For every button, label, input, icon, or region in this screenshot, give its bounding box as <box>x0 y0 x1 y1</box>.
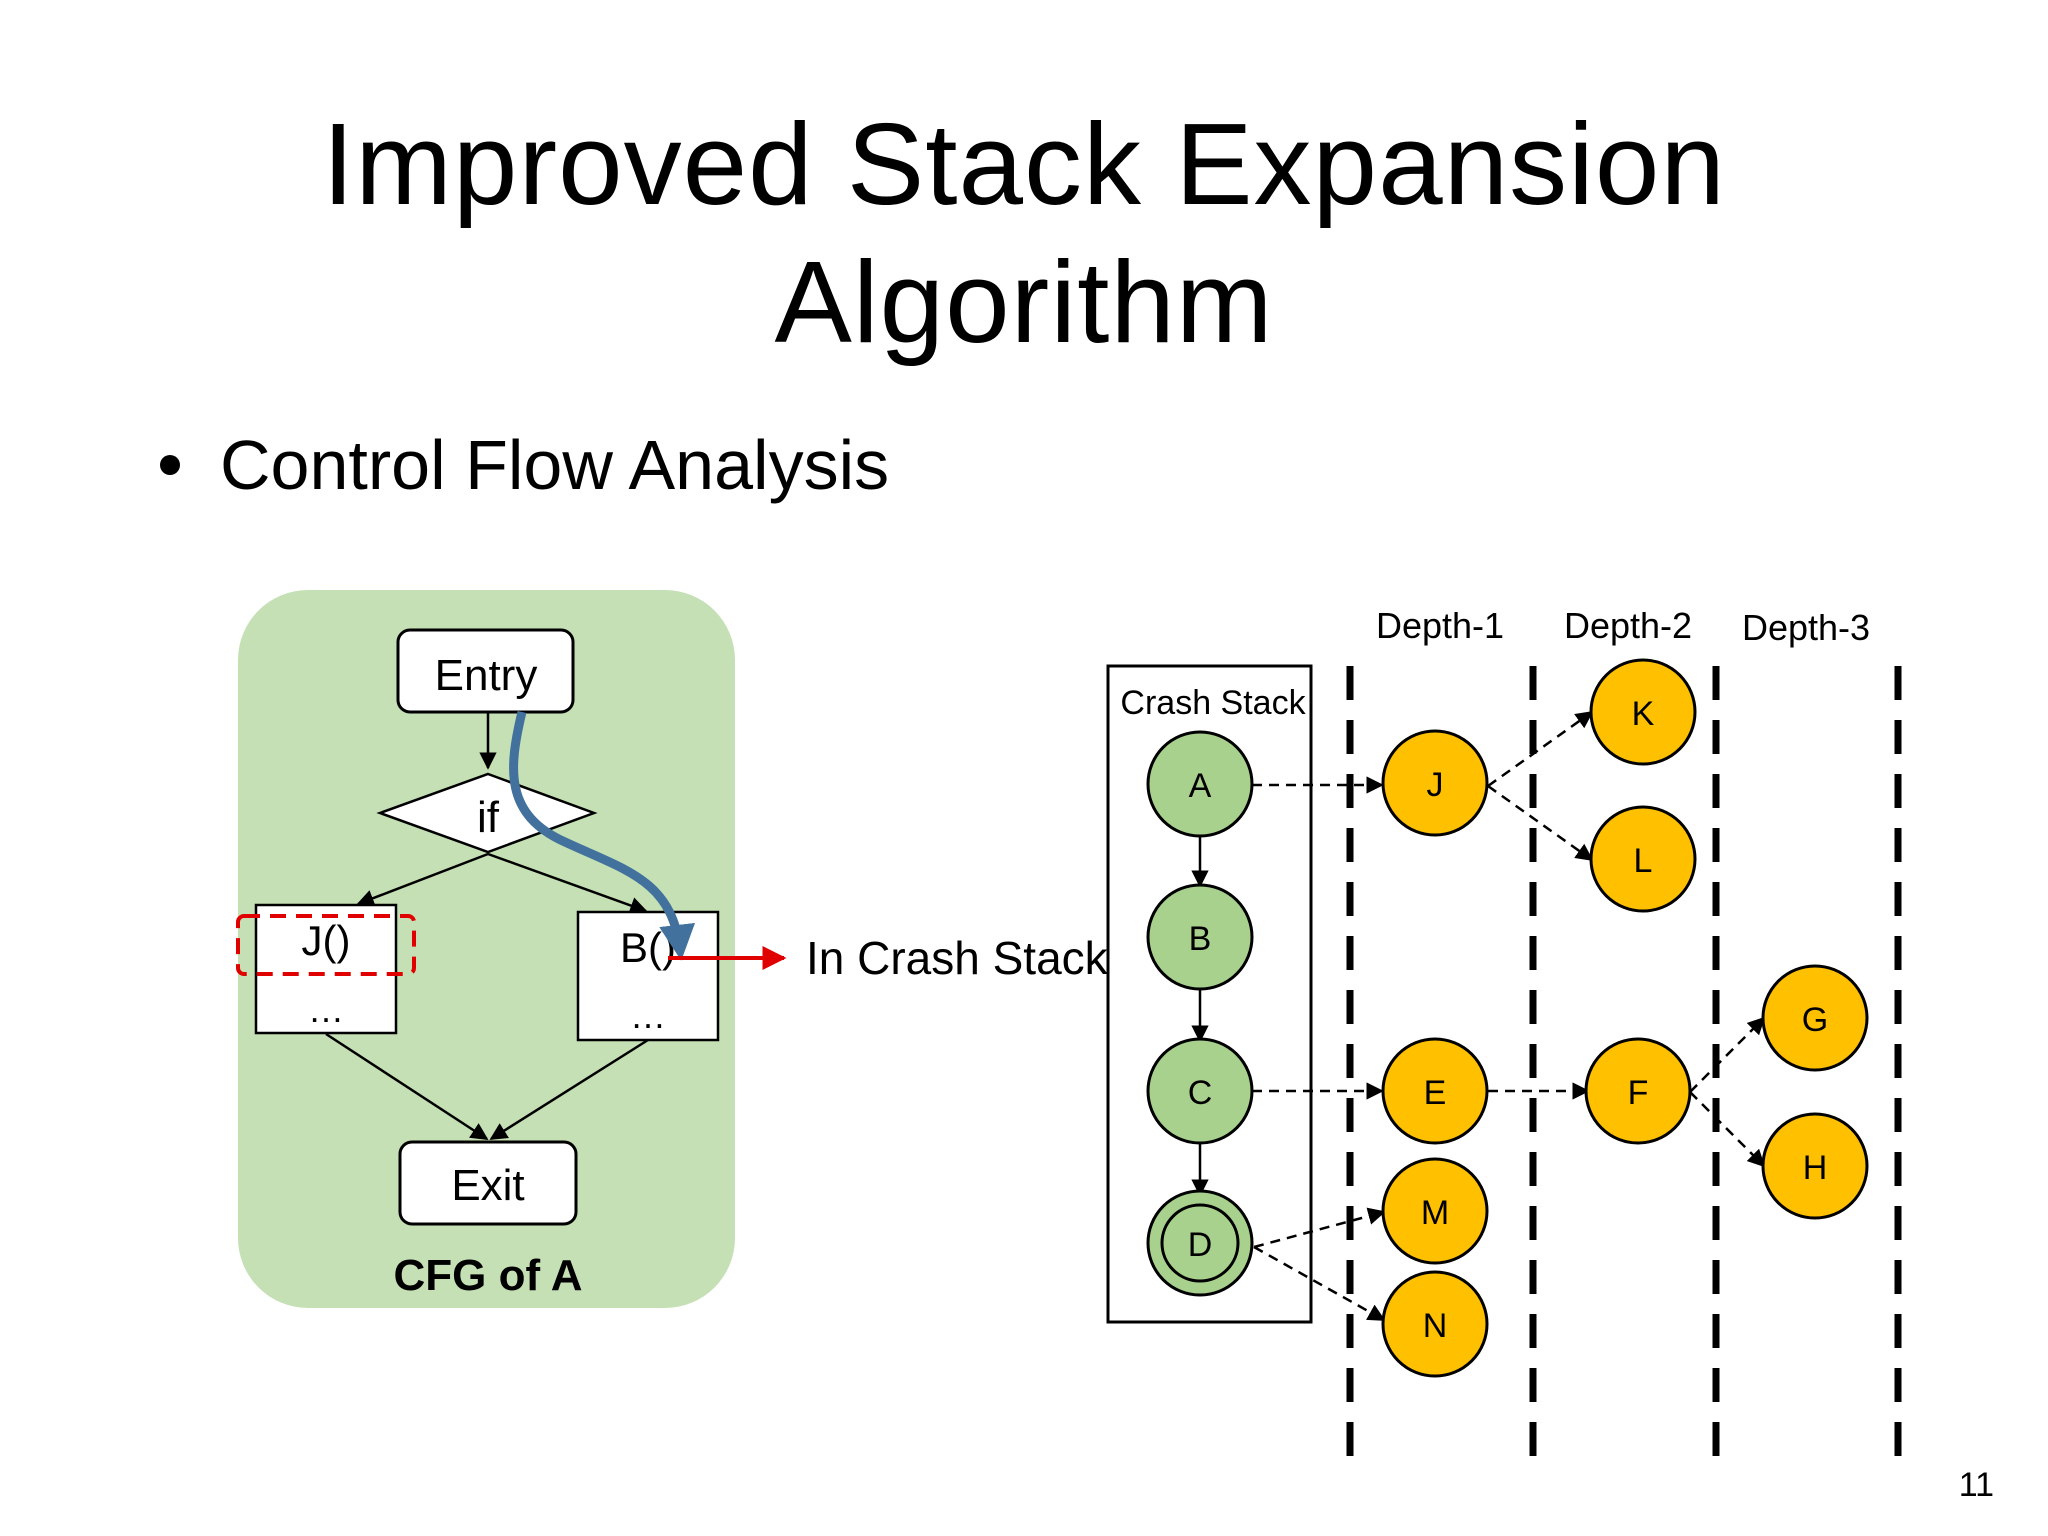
b-call-label: B() <box>620 924 676 971</box>
edge-d-m <box>1253 1207 1386 1249</box>
edge-b-exit <box>489 1038 649 1141</box>
node-g: G <box>1761 964 1869 1072</box>
edge-f-g <box>1689 1016 1766 1093</box>
bullet-text: Control Flow Analysis <box>220 426 890 504</box>
edge-f-h <box>1689 1091 1766 1168</box>
stack-node-d-label: D <box>1188 1226 1213 1264</box>
depth-label-2: Depth-2 <box>1564 605 1692 646</box>
stack-node-c: C <box>1146 1037 1254 1145</box>
edge-if-b <box>487 852 648 914</box>
cfg-background <box>238 590 735 1308</box>
node-k: K <box>1589 658 1697 766</box>
crash-stack-label: Crash Stack <box>1120 684 1306 722</box>
node-g-label: G <box>1802 1001 1828 1039</box>
cfg-caption: CFG of A <box>394 1251 583 1300</box>
node-h-label: H <box>1803 1149 1828 1187</box>
edge-j-exit <box>325 1032 489 1141</box>
exit-label: Exit <box>451 1161 524 1210</box>
exit-box <box>398 1140 578 1226</box>
if-label: if <box>477 793 500 842</box>
node-m-label: M <box>1421 1194 1449 1232</box>
node-j-label: J <box>1427 766 1444 804</box>
slide-title: Improved Stack Expansion Algorithm <box>0 95 2048 371</box>
node-j: J <box>1381 729 1489 837</box>
node-l: L <box>1589 805 1697 913</box>
edge-j-l <box>1487 784 1594 862</box>
stack-node-b: B <box>1146 883 1254 991</box>
stack-node-b-label: B <box>1189 920 1212 958</box>
expansion-diagram: Depth-1 Depth-2 Depth-3 Crash Stack <box>1106 605 1902 1466</box>
node-n: N <box>1381 1270 1489 1378</box>
node-f-label: F <box>1628 1074 1649 1112</box>
b-ellipsis: … <box>630 995 666 1036</box>
page-number: 11 <box>1958 1466 1994 1504</box>
node-h: H <box>1761 1112 1869 1220</box>
stack-node-a: A <box>1146 730 1254 838</box>
crash-stack-frame <box>1106 664 1313 1324</box>
j-highlight-box <box>236 914 416 976</box>
depth-label-3: Depth-3 <box>1742 607 1870 648</box>
bullet-item: Control Flow Analysis <box>160 425 889 505</box>
execution-path-arrow <box>509 710 696 961</box>
node-f: F <box>1584 1037 1692 1145</box>
bullet-dot-icon <box>160 455 180 475</box>
j-call-label: J() <box>302 917 351 964</box>
edge-if-j <box>356 852 489 907</box>
in-crash-stack-label: In Crash Stack <box>806 932 1109 984</box>
node-e: E <box>1381 1037 1489 1145</box>
node-n-label: N <box>1423 1307 1448 1345</box>
node-k-label: K <box>1632 695 1655 733</box>
node-l-label: L <box>1634 842 1653 880</box>
stack-node-a-label: A <box>1189 767 1212 805</box>
title-line-1: Improved Stack Expansion <box>322 99 1726 229</box>
edge-j-k <box>1487 710 1594 788</box>
title-line-2: Algorithm <box>774 237 1274 367</box>
j-ellipsis: … <box>308 989 344 1030</box>
j-block <box>254 903 398 1035</box>
node-e-label: E <box>1424 1074 1447 1112</box>
stack-node-c-label: C <box>1188 1074 1213 1112</box>
depth-label-1: Depth-1 <box>1376 605 1504 646</box>
cfg-panel: Entry if J() … B() … Exit CFG of A <box>236 590 735 1308</box>
node-m: M <box>1381 1157 1489 1265</box>
entry-box <box>396 628 575 714</box>
stack-node-d: D <box>1146 1189 1254 1297</box>
entry-label: Entry <box>435 651 538 700</box>
edge-d-n <box>1253 1245 1386 1322</box>
